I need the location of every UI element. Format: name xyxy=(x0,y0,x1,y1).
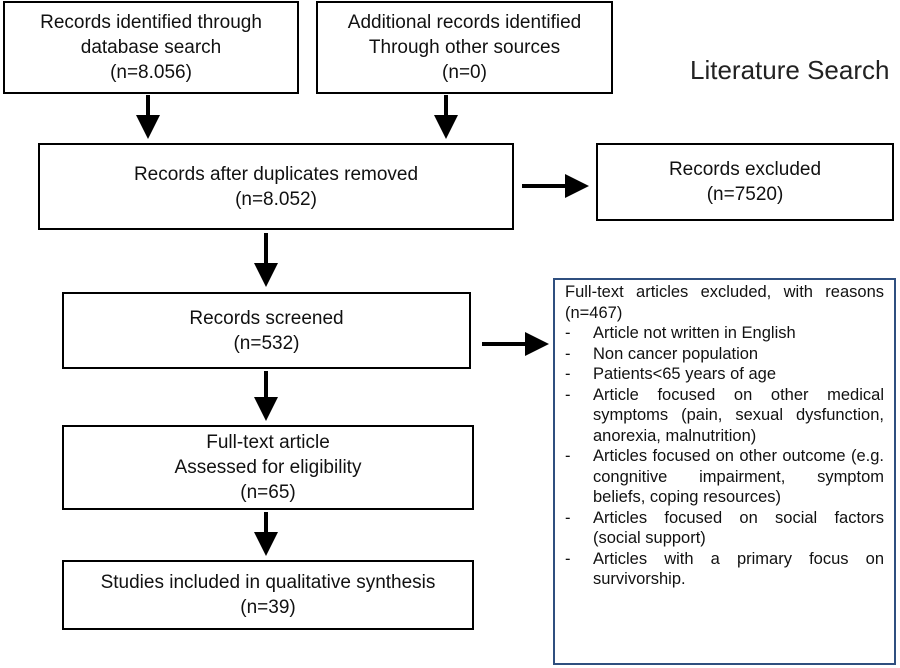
box-line: Records after duplicates removed xyxy=(133,163,419,185)
box-count: (n=8.056) xyxy=(110,62,192,83)
box-line: Through other sources xyxy=(368,37,561,58)
box-line: Full-text article xyxy=(206,432,330,453)
box-count: (n=0) xyxy=(442,62,487,83)
box-records-screened: Records screened (n=532) xyxy=(62,292,471,369)
exclusion-reason: Articles focused on other outcome (e.g. … xyxy=(565,446,884,508)
box-count: (n=39) xyxy=(240,597,296,618)
exclusion-reason: Article focused on other medical symptom… xyxy=(565,385,884,447)
box-line: Records identified through xyxy=(40,12,262,33)
box-line: Assessed for eligibility xyxy=(174,457,362,478)
box-studies-included: Studies included in qualitative synthesi… xyxy=(62,560,474,630)
box-count: (n=65) xyxy=(240,482,296,503)
exclusion-reason: Non cancer population xyxy=(565,344,884,365)
exclusion-reason: Articles with a primary focus on survivo… xyxy=(565,549,884,590)
box-full-text-assessed: Full-text article Assessed for eligibili… xyxy=(62,425,474,510)
box-line: Records excluded xyxy=(668,159,822,180)
box-line: Studies included in qualitative synthesi… xyxy=(100,572,436,593)
box-count: (n=8.052) xyxy=(235,188,317,210)
box-records-excluded: Records excluded (n=7520) xyxy=(596,143,894,221)
box-line: database search xyxy=(80,37,222,58)
box-line: Additional records identified xyxy=(347,12,582,33)
box-duplicates-removed: Records after duplicates removed (n=8.05… xyxy=(38,143,514,230)
exclusion-heading: Full-text articles excluded, with reason… xyxy=(565,283,884,322)
exclusion-reason: Patients<65 years of age xyxy=(565,364,884,385)
box-line: Records screened xyxy=(189,307,344,329)
diagram-title: Literature Search xyxy=(690,55,890,85)
box-database-search: Records identified through database sear… xyxy=(3,1,299,94)
box-exclusion-reasons: Full-text articles excluded, with reason… xyxy=(553,278,896,665)
box-other-sources: Additional records identified Through ot… xyxy=(316,1,613,94)
box-count: (n=532) xyxy=(233,332,300,354)
exclusion-reason: Articles focused on social factors (soci… xyxy=(565,508,884,549)
box-count: (n=7520) xyxy=(706,184,784,205)
exclusion-reason-list: Article not written in English Non cance… xyxy=(565,323,884,590)
exclusion-reason: Article not written in English xyxy=(565,323,884,344)
